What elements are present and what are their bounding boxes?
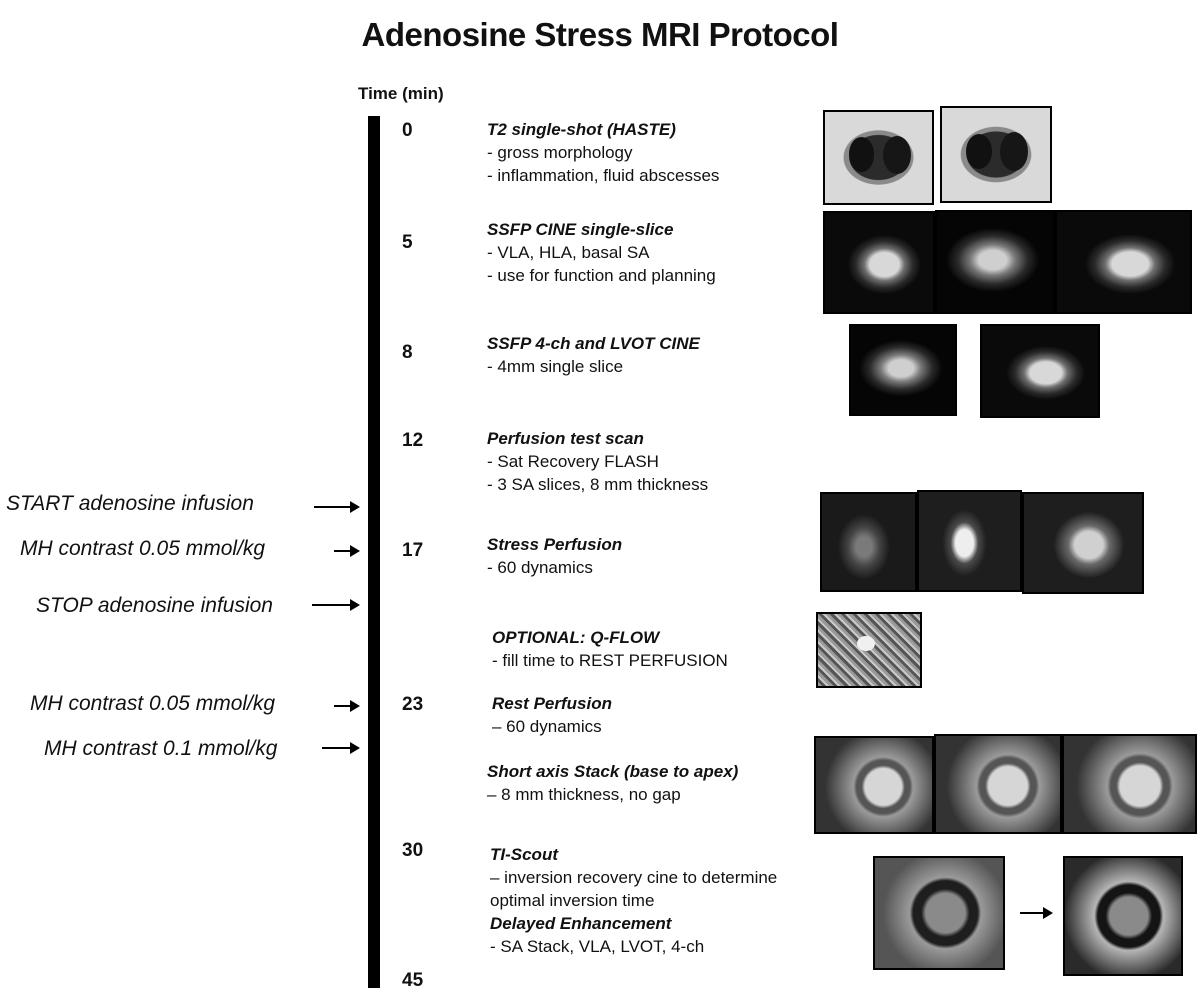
- time-marker: 30: [402, 840, 424, 861]
- protocol-step: Rest Perfusion – 60 dynamics: [492, 692, 612, 738]
- step-name: OPTIONAL: Q-FLOW: [492, 628, 660, 647]
- stress-perfusion-image-1: [820, 492, 917, 592]
- step-detail: - inflammation, fluid abscesses: [487, 166, 720, 185]
- step-name: Rest Perfusion: [492, 694, 612, 713]
- protocol-step: Perfusion test scan - Sat Recovery FLASH…: [487, 427, 708, 496]
- event-label: MH contrast 0.05 mmol/kg: [30, 692, 276, 715]
- event-arrow: [322, 742, 360, 754]
- time-marker: 12: [402, 430, 424, 451]
- short-axis-image-3: [1062, 734, 1197, 834]
- event-label: STOP adenosine infusion: [36, 594, 273, 617]
- step-detail: optimal inversion time: [490, 891, 655, 910]
- protocol-step: SSFP CINE single-slice - VLA, HLA, basal…: [487, 218, 716, 287]
- arrow-icon: [1020, 907, 1053, 919]
- delayed-enhancement-image: [1063, 856, 1183, 976]
- time-marker: 23: [402, 694, 424, 715]
- protocol-step: Stress Perfusion - 60 dynamics: [487, 533, 622, 579]
- cine-lvot-image: [980, 324, 1100, 418]
- short-axis-image-2: [934, 734, 1062, 834]
- protocol-step: T2 single-shot (HASTE) - gross morpholog…: [487, 118, 719, 187]
- ti-scout-image: [873, 856, 1005, 970]
- event-label: MH contrast 0.05 mmol/kg: [20, 537, 266, 560]
- stress-perfusion-image-2: [917, 490, 1022, 592]
- step-detail: – inversion recovery cine to determine: [490, 868, 778, 887]
- protocol-step: SSFP 4-ch and LVOT CINE - 4mm single sli…: [487, 332, 700, 378]
- event-label: MH contrast 0.1 mmol/kg: [44, 737, 278, 760]
- cine-basal-sa-image: [1055, 210, 1192, 314]
- time-marker: 5: [402, 232, 413, 253]
- protocol-step: Short axis Stack (base to apex) – 8 mm t…: [487, 760, 738, 806]
- step-detail: - SA Stack, VLA, LVOT, 4-ch: [490, 937, 705, 956]
- step-detail: – 8 mm thickness, no gap: [487, 785, 681, 804]
- event-arrow: [334, 700, 360, 712]
- step-detail: – 60 dynamics: [492, 717, 602, 736]
- time-marker: 8: [402, 342, 413, 363]
- step-detail: - 4mm single slice: [487, 357, 624, 376]
- diagram-title: Adenosine Stress MRI Protocol: [361, 16, 839, 53]
- time-axis-label: Time (min): [358, 84, 444, 103]
- cine-hla-image: [935, 210, 1055, 314]
- step-name: Stress Perfusion: [487, 535, 623, 554]
- step-name: SSFP CINE single-slice: [487, 220, 674, 239]
- step-name: SSFP 4-ch and LVOT CINE: [487, 334, 700, 353]
- step-detail: - use for function and planning: [487, 266, 716, 285]
- step-detail: - VLA, HLA, basal SA: [487, 243, 650, 262]
- step-detail: - fill time to REST PERFUSION: [492, 651, 728, 670]
- haste-axial-image-1: [823, 110, 934, 205]
- time-marker: 0: [402, 120, 413, 141]
- stress-perfusion-image-3: [1022, 492, 1144, 594]
- event-label: START adenosine infusion: [6, 492, 254, 515]
- step-name: Perfusion test scan: [487, 429, 644, 448]
- protocol-step: TI-Scout – inversion recovery cine to de…: [490, 843, 777, 958]
- step-detail: - 60 dynamics: [487, 558, 593, 577]
- qflow-phase-image: [816, 612, 922, 688]
- short-axis-image-1: [814, 736, 934, 834]
- time-marker: 45: [402, 970, 424, 991]
- cine-vla-image: [823, 211, 935, 314]
- event-arrow: [312, 599, 360, 611]
- cine-4ch-image: [849, 324, 957, 416]
- timeline-bar: [368, 116, 380, 988]
- step-name: T2 single-shot (HASTE): [487, 120, 676, 139]
- step-detail: - 3 SA slices, 8 mm thickness: [487, 475, 709, 494]
- haste-axial-image-2: [940, 106, 1052, 203]
- protocol-step: OPTIONAL: Q-FLOW - fill time to REST PER…: [492, 626, 728, 672]
- step-name: Delayed Enhancement: [490, 914, 672, 933]
- time-marker: 17: [402, 540, 424, 561]
- step-name: Short axis Stack (base to apex): [487, 762, 739, 781]
- event-arrow: [314, 501, 360, 513]
- event-arrow: [334, 545, 360, 557]
- step-detail: - gross morphology: [487, 143, 633, 162]
- step-detail: - Sat Recovery FLASH: [487, 452, 659, 471]
- step-name: TI-Scout: [490, 845, 558, 864]
